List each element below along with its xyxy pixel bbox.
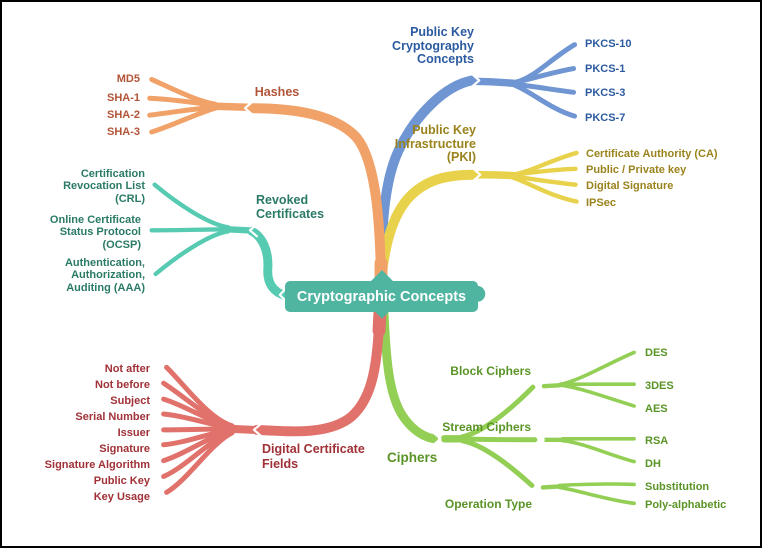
leaf-md5: MD5 [116,73,140,85]
leaf-subject: Subject [110,395,150,407]
cert-fields-branch [161,304,387,495]
leaf-line: Authentication, [64,257,145,269]
leaf-key-usage: Key Usage [93,491,150,503]
topic-line: Public Key [412,123,476,137]
leaf-3des: 3DES [645,380,674,392]
subtopic-stream-ciphers: Stream Ciphers [442,420,531,434]
center-node: Cryptographic Concepts [285,281,478,312]
leaf-line: Authorization, [71,269,145,282]
leaf-pkcs-1: PKCS-1 [585,63,626,75]
topic-pki: Public Key Infrastructure (PKI) [394,123,476,165]
leaf-des: DES [645,347,668,359]
leaf-line: Certification [80,168,145,180]
topic-ciphers: Ciphers [387,450,438,465]
leaf-not-before: Not before [95,379,150,391]
leaf-not-after: Not after [104,363,150,375]
topic-line: Fields [262,457,299,471]
leaf-serial-number: Serial Number [75,411,150,423]
topic-line: Cryptography [392,38,474,53]
leaf-certificate-authority: Certificate Authority (CA) [586,148,718,160]
leaf-line: Online Certificate [49,214,141,226]
topic-public-key-cryptography-concepts: Public Key Cryptography Concepts [392,25,474,67]
leaf-line: Auditing (AAA) [66,281,145,294]
leaf-pkcs-7: PKCS-7 [585,112,626,124]
topic-revoked-certificates: Revoked Certificates [256,193,325,221]
leaf-substitution: Substitution [645,481,710,493]
topic-hashes: Hashes [254,85,300,99]
leaf-pkcs-10: PKCS-10 [585,38,632,50]
topic-line: Certificates [256,206,325,221]
leaf-public-private-key: Public / Private key [586,164,687,176]
leaf-signature-algorithm: Signature Algorithm [44,459,150,471]
leaf-issuer: Issuer [117,427,150,439]
leaf-dh: DH [645,458,661,470]
leaf-public-key: Public Key [93,475,150,487]
revoked-branch [149,182,291,301]
topic-digital-certificate-fields: Digital Certificate Fields [262,442,365,472]
leaf-sha-1: SHA-1 [106,92,140,104]
topic-line: Infrastructure [394,136,476,151]
leaf-digital-signature: Digital Signature [586,180,674,192]
leaf-signature: Signature [99,443,150,455]
leaf-poly-alphabetic: Poly-alphabetic [645,499,727,511]
leaf-line: (CRL) [115,192,145,205]
subtopic-operation-type: Operation Type [444,497,532,511]
leaf-line: Revocation List [63,180,145,193]
leaf-ipsec: IPSec [586,197,616,209]
leaf-sha-2: SHA-2 [106,109,140,121]
leaf-aes: AES [645,403,668,415]
topic-line: Public Key [410,25,474,39]
collapse-chevrons [243,73,545,495]
ciphers-branch [379,308,636,506]
leaf-ocsp: Online Certificate Status Protocol (OCSP… [50,214,141,251]
leaf-rsa: RSA [645,435,669,447]
leaf-line: (OCSP) [102,238,142,251]
leaf-crl: Certification Revocation List (CRL) [63,168,145,205]
topic-line: Revoked [256,193,309,207]
pki-branch [377,150,579,278]
subtopic-block-ciphers: Block Ciphers [450,364,531,378]
topic-line: Digital Certificate [262,442,365,456]
leaf-line: Status Protocol [59,226,141,239]
leaf-aaa: Authentication, Authorization, Auditing … [65,257,145,294]
leaf-sha-3: SHA-3 [106,126,140,138]
topic-line: (PKI) [446,150,476,165]
topic-line: Concepts [417,52,474,67]
leaf-pkcs-3: PKCS-3 [585,87,626,99]
